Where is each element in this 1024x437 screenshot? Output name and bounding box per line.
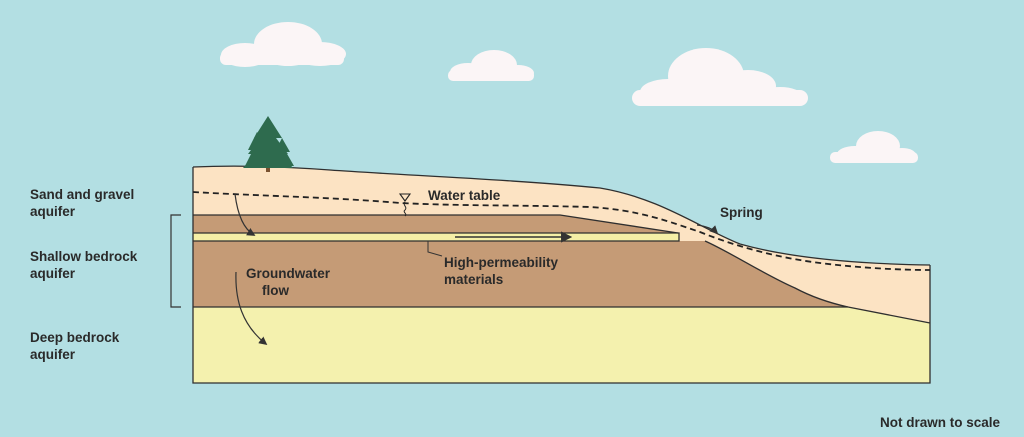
spring-flow-arrow [696,224,719,235]
sand-gravel-aquifer-label: Sand and gravel aquifer [30,187,135,219]
not-to-scale-note: Not drawn to scale [880,415,1001,430]
water-table-label: Water table [428,188,501,203]
layer-outlines [192,165,931,384]
high-permeability-layer [193,233,679,241]
cloud-3 [632,48,808,106]
deep-bedrock-aquifer-label: Deep bedrock aquifer [30,330,120,362]
high-permeability-leader-line [427,241,443,257]
deep-bedrock-layer [193,307,930,383]
high-permeability-label: High-permeability materials [444,255,559,287]
spring-label: Spring [720,205,763,220]
groundwater-flow-arrow [235,271,268,346]
groundwater-flow-label: Groundwater flow [246,266,331,298]
water-table-line [192,191,931,271]
water-table-symbol-icon [398,193,412,217]
shallow-bedrock-lower [193,241,848,307]
shallow-bedrock-aquifer-label: Shallow bedrock aquifer [30,249,138,281]
cloud-4 [830,131,918,163]
pine-tree-icon [243,116,294,172]
recharge-flow-arrow [234,193,256,236]
shallow-bedrock-upper [193,215,678,233]
cloud-1 [220,22,346,67]
shallow-bedrock-bracket [170,214,181,308]
cloud-2 [448,50,534,81]
